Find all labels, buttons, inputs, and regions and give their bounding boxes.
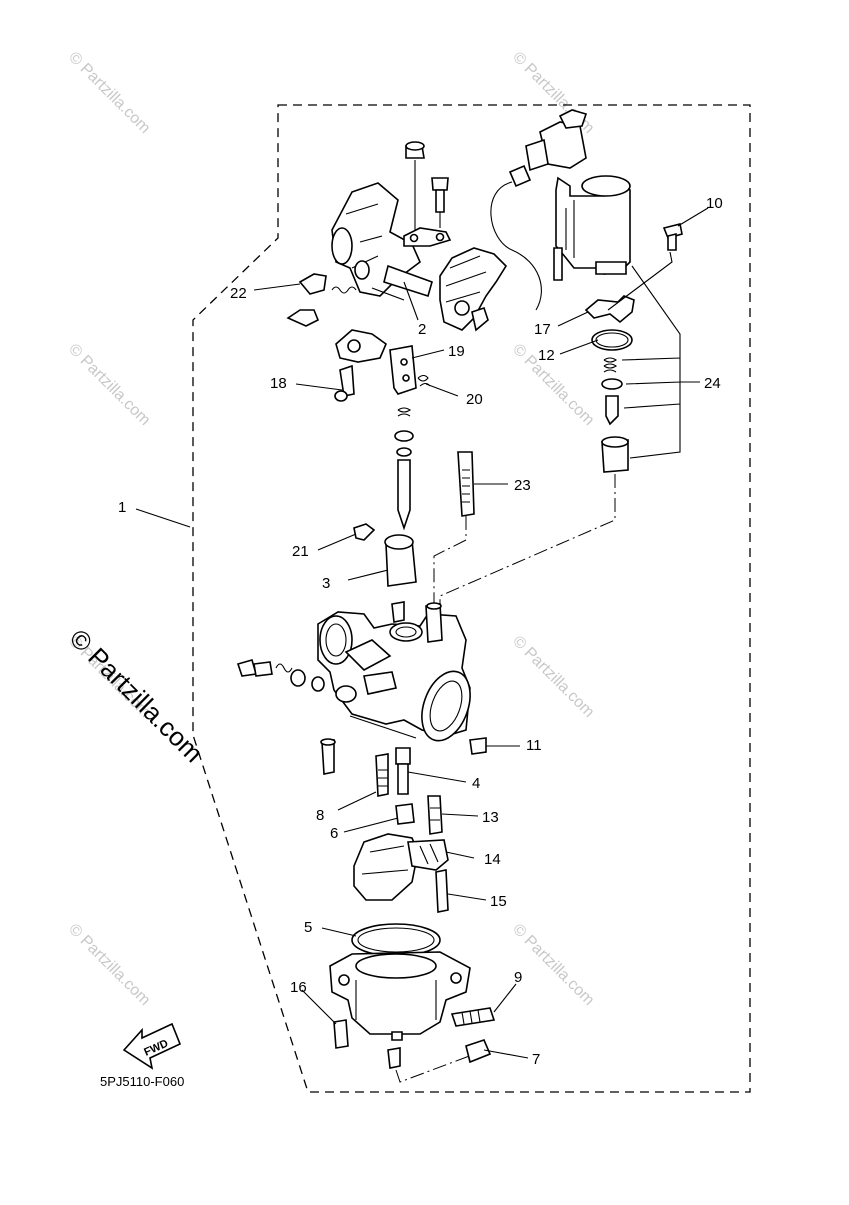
centerline-24 — [439, 474, 616, 610]
callout-12: 12 — [538, 347, 555, 364]
watermark-tile: © Partzilla.com — [65, 341, 153, 429]
callout-4: 4 — [472, 775, 480, 792]
callout-11: 11 — [526, 737, 542, 754]
leader-lines — [135, 207, 709, 1059]
callout-10: 10 — [706, 195, 723, 212]
watermark-tile: © Partzilla.com — [65, 49, 153, 137]
callout-23: 23 — [514, 477, 531, 494]
callout-13: 13 — [482, 809, 499, 826]
callout-15: 15 — [490, 893, 507, 910]
screw-22 — [286, 273, 357, 327]
throttle-cam — [439, 247, 508, 332]
gasket-5 — [351, 923, 441, 957]
needle-set-24 — [601, 357, 629, 473]
jet-8 — [375, 753, 389, 797]
callout-3: 3 — [322, 575, 330, 592]
watermark-tiles: © Partzilla.com © Partzilla.com © Partzi… — [65, 49, 597, 1009]
screw-10 — [662, 223, 683, 251]
starter-plunger — [490, 109, 631, 311]
nut-and-bolt — [403, 141, 452, 247]
drain-screw-9 — [450, 1007, 496, 1027]
lever-18 — [334, 329, 387, 402]
watermark-tile: © Partzilla.com — [509, 921, 597, 1009]
float-bowl — [329, 951, 471, 1041]
screw-left — [320, 738, 336, 775]
callout-numbers: 1 2 3 4 5 6 7 8 9 10 11 12 13 14 15 16 1… — [118, 195, 723, 1068]
jet-23 — [457, 451, 475, 517]
callout-16: 16 — [290, 979, 307, 996]
jet-needle-stack — [394, 407, 414, 531]
watermark-tile: © Partzilla.com — [509, 633, 597, 721]
pin-15 — [435, 869, 449, 913]
callout-22: 22 — [230, 285, 247, 302]
assembly-boundary — [192, 104, 751, 1093]
callout-8: 8 — [316, 807, 324, 824]
callout-7: 7 — [532, 1051, 540, 1068]
diagram-code: 5PJ5110-F060 — [100, 1074, 184, 1089]
callout-2: 2 — [418, 321, 426, 338]
callout-18: 18 — [270, 375, 287, 392]
carburetor-body — [317, 601, 471, 742]
screw-16 — [333, 1019, 349, 1049]
hose-7 — [387, 1039, 492, 1069]
pin-21 — [353, 523, 376, 541]
callout-6: 6 — [330, 825, 338, 842]
callout-17: 17 — [534, 321, 551, 338]
callout-20: 20 — [466, 391, 483, 408]
callout-5: 5 — [304, 919, 312, 936]
fwd-arrow-icon: FWD — [122, 1022, 182, 1070]
bracket-assembly — [331, 182, 433, 301]
jet-4 — [395, 747, 411, 795]
watermark-tile: © Partzilla.com — [509, 49, 597, 137]
main-jet-6 — [395, 803, 415, 825]
throttle-valve-3 — [384, 534, 417, 587]
bolt-11 — [469, 737, 487, 755]
air-screw-set — [236, 659, 325, 692]
centerline-bottom — [395, 1051, 481, 1083]
callout-1: 1 — [118, 499, 126, 516]
needle-holder-19 — [389, 345, 431, 395]
o-ring-12 — [591, 329, 633, 351]
centerline-23 — [433, 516, 467, 604]
watermark-tile: © Partzilla.com — [65, 921, 153, 1009]
callout-21: 21 — [292, 543, 309, 560]
float-14 — [353, 833, 449, 901]
callout-24: 24 — [704, 375, 721, 392]
callout-9: 9 — [514, 969, 522, 986]
watermark-side: © Partzilla.com — [64, 623, 209, 768]
needle-13 — [427, 795, 443, 835]
callout-19: 19 — [448, 343, 465, 360]
callout-14: 14 — [484, 851, 501, 868]
